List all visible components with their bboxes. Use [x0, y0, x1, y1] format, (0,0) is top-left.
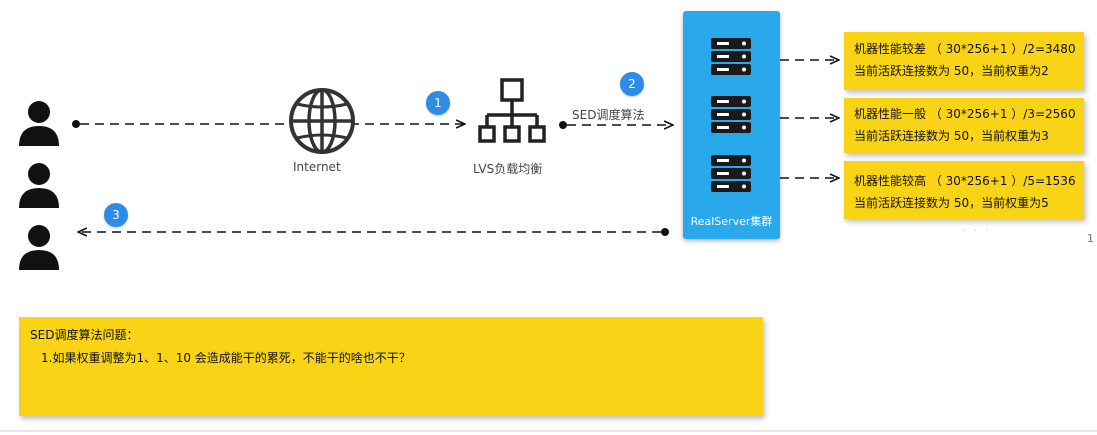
realserver-cluster: RealServer集群 [683, 11, 780, 239]
faint-marks: · · · [962, 226, 992, 236]
internet-label: Internet [293, 160, 341, 174]
server-formula: 机器性能较高 （ 30*256+1 ）/5=1536 [854, 174, 1076, 188]
step-badge-2: 2 [620, 72, 644, 96]
algorithm-label: SED调度算法 [572, 108, 645, 122]
server-icon [711, 96, 751, 133]
server-info-box: 机器性能较差 （ 30*256+1 ）/2=3480 当前活跃连接数为 50，当… [844, 32, 1084, 90]
response-arrow [79, 228, 669, 236]
dispatch-arrow [559, 121, 672, 129]
cluster-label: RealServer集群 [690, 215, 773, 228]
server-icon [711, 38, 751, 75]
user-icon [19, 163, 59, 208]
step-badge-1: 1 [426, 91, 450, 115]
note-item: 1.如果权重调整为1、1、10 会造成能干的累死，不能干的啥也不干？ [41, 351, 411, 365]
note-title: SED调度算法问题： [30, 328, 139, 342]
server-icon [711, 155, 751, 192]
user-icon [19, 225, 59, 270]
server-formula: 机器性能较差 （ 30*256+1 ）/2=3480 [854, 42, 1076, 56]
user-icon [19, 101, 59, 146]
server-formula: 机器性能一般 （ 30*256+1 ）/3=2560 [854, 107, 1076, 121]
server-info-box: 机器性能较高 （ 30*256+1 ）/5=1536 当前活跃连接数为 50，当… [844, 161, 1084, 219]
server-info-box: 机器性能一般 （ 30*256+1 ）/3=2560 当前活跃连接数为 50，当… [844, 98, 1084, 153]
server-connections: 当前活跃连接数为 50，当前权重为5 [854, 196, 1049, 210]
server-stack [711, 38, 751, 192]
lvs-label: LVS负载均衡 [473, 162, 543, 176]
server-connections: 当前活跃连接数为 50，当前权重为2 [854, 64, 1049, 78]
step-badge-3: 3 [104, 203, 128, 227]
request-arrow [72, 120, 464, 128]
stray-mark: 1 [1087, 232, 1094, 245]
globe-icon [289, 88, 355, 154]
server-connections: 当前活跃连接数为 50，当前权重为3 [854, 129, 1049, 143]
question-note: SED调度算法问题： 1.如果权重调整为1、1、10 会造成能干的累死，不能干的… [19, 317, 763, 416]
bottom-divider [0, 430, 1097, 432]
network-icon [478, 78, 546, 143]
